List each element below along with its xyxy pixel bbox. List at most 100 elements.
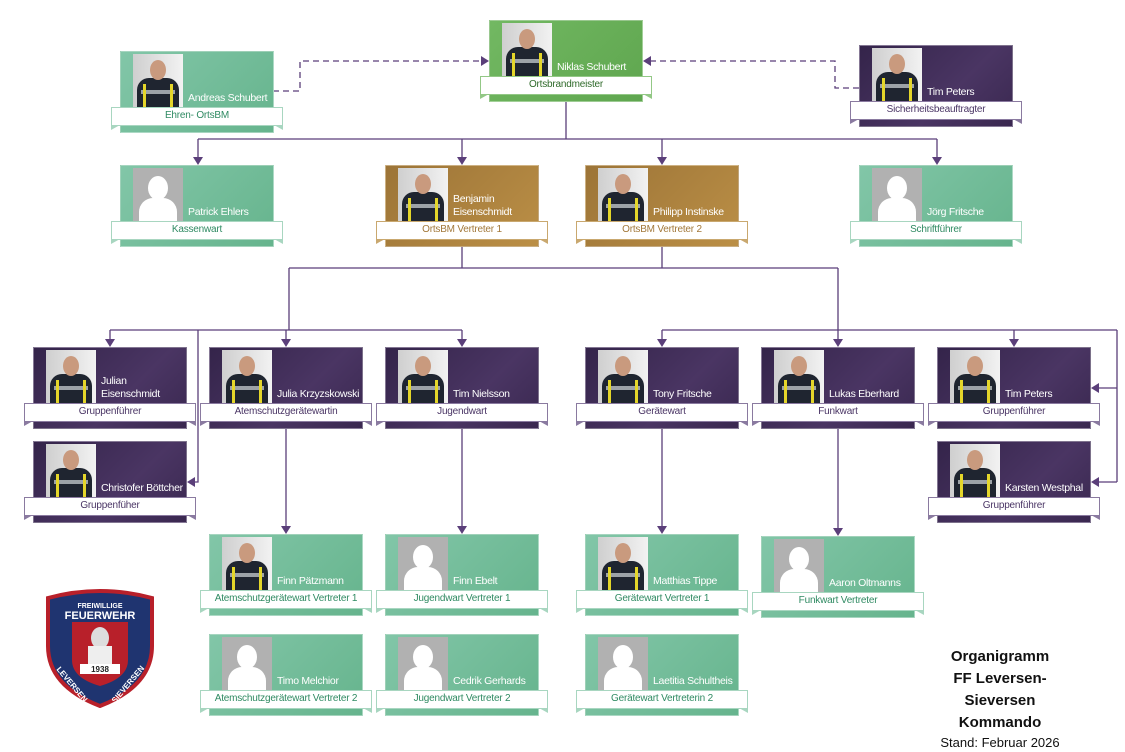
role-label: Sicherheitsbeauftragter	[850, 101, 1022, 124]
arrow-head-icon	[1091, 477, 1099, 487]
person-photo	[398, 350, 448, 403]
avatar-placeholder-icon	[222, 637, 272, 690]
logo-text-top: FREIWILLIGE	[77, 603, 122, 610]
arrow-head-icon	[187, 477, 195, 487]
role-label: Kassenwart	[111, 221, 283, 244]
arrow-head-icon	[457, 157, 467, 165]
org-card: Lukas Eberhard Funkwart	[752, 347, 924, 429]
person-photo	[46, 350, 96, 403]
person-name: Christofer Böttcher	[101, 481, 183, 494]
person-name: Jörg Fritsche	[927, 205, 984, 218]
role-label: Gruppenführer	[928, 403, 1100, 426]
person-photo	[774, 350, 824, 403]
arrow-head-icon	[657, 526, 667, 534]
arrow-head-icon	[105, 339, 115, 347]
role-label: Funkwart	[752, 403, 924, 426]
role-label: Gruppenführer	[24, 403, 196, 426]
org-card: Tim Nielsson Jugendwart	[376, 347, 548, 429]
person-photo	[950, 444, 1000, 497]
arrow-head-icon	[1091, 383, 1099, 393]
org-card: Matthias Tippe Gerätewart Vertreter 1	[576, 534, 748, 616]
org-card: Finn Ebelt Jugendwart Vertreter 1	[376, 534, 548, 616]
org-card: Julia Krzyzskowski Atemschutzgerätewarti…	[200, 347, 372, 429]
person-name: Tony Fritsche	[653, 387, 712, 400]
person-name: Tim Nielsson	[453, 387, 510, 400]
org-card: Tim Peters Sicherheitsbeauftragter	[850, 45, 1022, 127]
dashed-connector	[650, 60, 859, 89]
title-line-1: Organigramm	[950, 648, 1050, 665]
role-label: Ehren- OrtsBM	[111, 107, 283, 130]
arrow-head-icon	[457, 339, 467, 347]
role-label: Jugendwart Vertreter 1	[376, 590, 548, 613]
person-name: Karsten Westphal	[1005, 481, 1083, 494]
person-name: Matthias Tippe	[653, 574, 718, 587]
role-label: Gruppenfüher	[24, 497, 196, 520]
person-photo	[950, 350, 1000, 403]
arrow-head-icon	[657, 157, 667, 165]
person-photo	[222, 537, 272, 590]
dashed-connector	[273, 60, 482, 92]
arrow-head-icon	[833, 339, 843, 347]
org-card: Tim Peters Gruppenführer	[928, 347, 1100, 429]
org-card: Jörg Fritsche Schriftführer	[850, 165, 1022, 247]
org-card: Timo Melchior Atemschutzgerätewart Vertr…	[200, 634, 372, 716]
role-label: Atemschutzgerätewart Vertreter 2	[200, 690, 372, 713]
logo-year: 1938	[91, 665, 109, 674]
person-photo	[46, 444, 96, 497]
role-label: Ortsbrandmeister	[480, 76, 652, 99]
title-line-3: Kommando	[958, 714, 1042, 731]
role-label: Funkwart Vertreter	[752, 592, 924, 615]
org-card: Christofer Böttcher Gruppenfüher	[24, 441, 196, 523]
person-name: Benjamin Eisenschmidt	[453, 193, 512, 218]
arrow-head-icon	[657, 339, 667, 347]
person-name: Niklas Schubert	[557, 60, 627, 73]
org-card: Benjamin Eisenschmidt OrtsBM Vertreter 1	[376, 165, 548, 247]
role-label: Gerätewart	[576, 403, 748, 426]
arrow-head-icon	[457, 526, 467, 534]
person-photo	[598, 537, 648, 590]
arrow-head-icon	[481, 56, 489, 66]
person-name: Tim Peters	[927, 85, 975, 98]
role-label: Gerätewart Vertreterin 2	[576, 690, 748, 713]
person-photo	[872, 48, 922, 101]
role-label: Atemschutzgerätewart Vertreter 1	[200, 590, 372, 613]
org-card: Laetitia Schultheis Gerätewart Vertreter…	[576, 634, 748, 716]
avatar-placeholder-icon	[398, 537, 448, 590]
person-name: Cedrik Gerhards	[453, 674, 526, 687]
person-name: Finn Pätzmann	[277, 574, 344, 587]
avatar-placeholder-icon	[398, 637, 448, 690]
person-name: Tim Peters	[1005, 387, 1053, 400]
person-name: Andreas Schubert	[188, 91, 268, 104]
role-label: Atemschutzgerätewartin	[200, 403, 372, 426]
arrow-head-icon	[833, 528, 843, 536]
arrow-head-icon	[1009, 339, 1019, 347]
person-name: Lukas Eberhard	[829, 387, 899, 400]
org-card: Cedrik Gerhards Jugendwart Vertreter 2	[376, 634, 548, 716]
person-photo	[598, 350, 648, 403]
arrow-head-icon	[932, 157, 942, 165]
role-label: Schriftführer	[850, 221, 1022, 244]
role-label: Gerätewart Vertreter 1	[576, 590, 748, 613]
person-name: Aaron Oltmanns	[829, 576, 901, 589]
arrow-head-icon	[193, 157, 203, 165]
person-name: Julia Krzyzskowski	[277, 387, 360, 400]
arrow-head-icon	[281, 526, 291, 534]
org-card: Julian Eisenschmidt Gruppenführer	[24, 347, 196, 429]
person-photo	[502, 23, 552, 76]
person-name: Laetitia Schultheis	[653, 674, 733, 687]
person-photo	[398, 168, 448, 221]
role-label: Jugendwart	[376, 403, 548, 426]
avatar-placeholder-icon	[133, 168, 183, 221]
person-photo	[222, 350, 272, 403]
role-label: Gruppenführer	[928, 497, 1100, 520]
org-card: Tony Fritsche Gerätewart	[576, 347, 748, 429]
org-card: Philipp Instinske OrtsBM Vertreter 2	[576, 165, 748, 247]
org-card: Niklas Schubert Ortsbrandmeister	[480, 20, 652, 102]
avatar-placeholder-icon	[598, 637, 648, 690]
org-card: Aaron Oltmanns Funkwart Vertreter	[752, 536, 924, 618]
avatar-placeholder-icon	[774, 539, 824, 592]
org-card: Finn Pätzmann Atemschutzgerätewart Vertr…	[200, 534, 372, 616]
org-card: Karsten Westphal Gruppenführer	[928, 441, 1100, 523]
logo-text-main: FEUERWEHR	[65, 610, 136, 622]
person-photo	[598, 168, 648, 221]
